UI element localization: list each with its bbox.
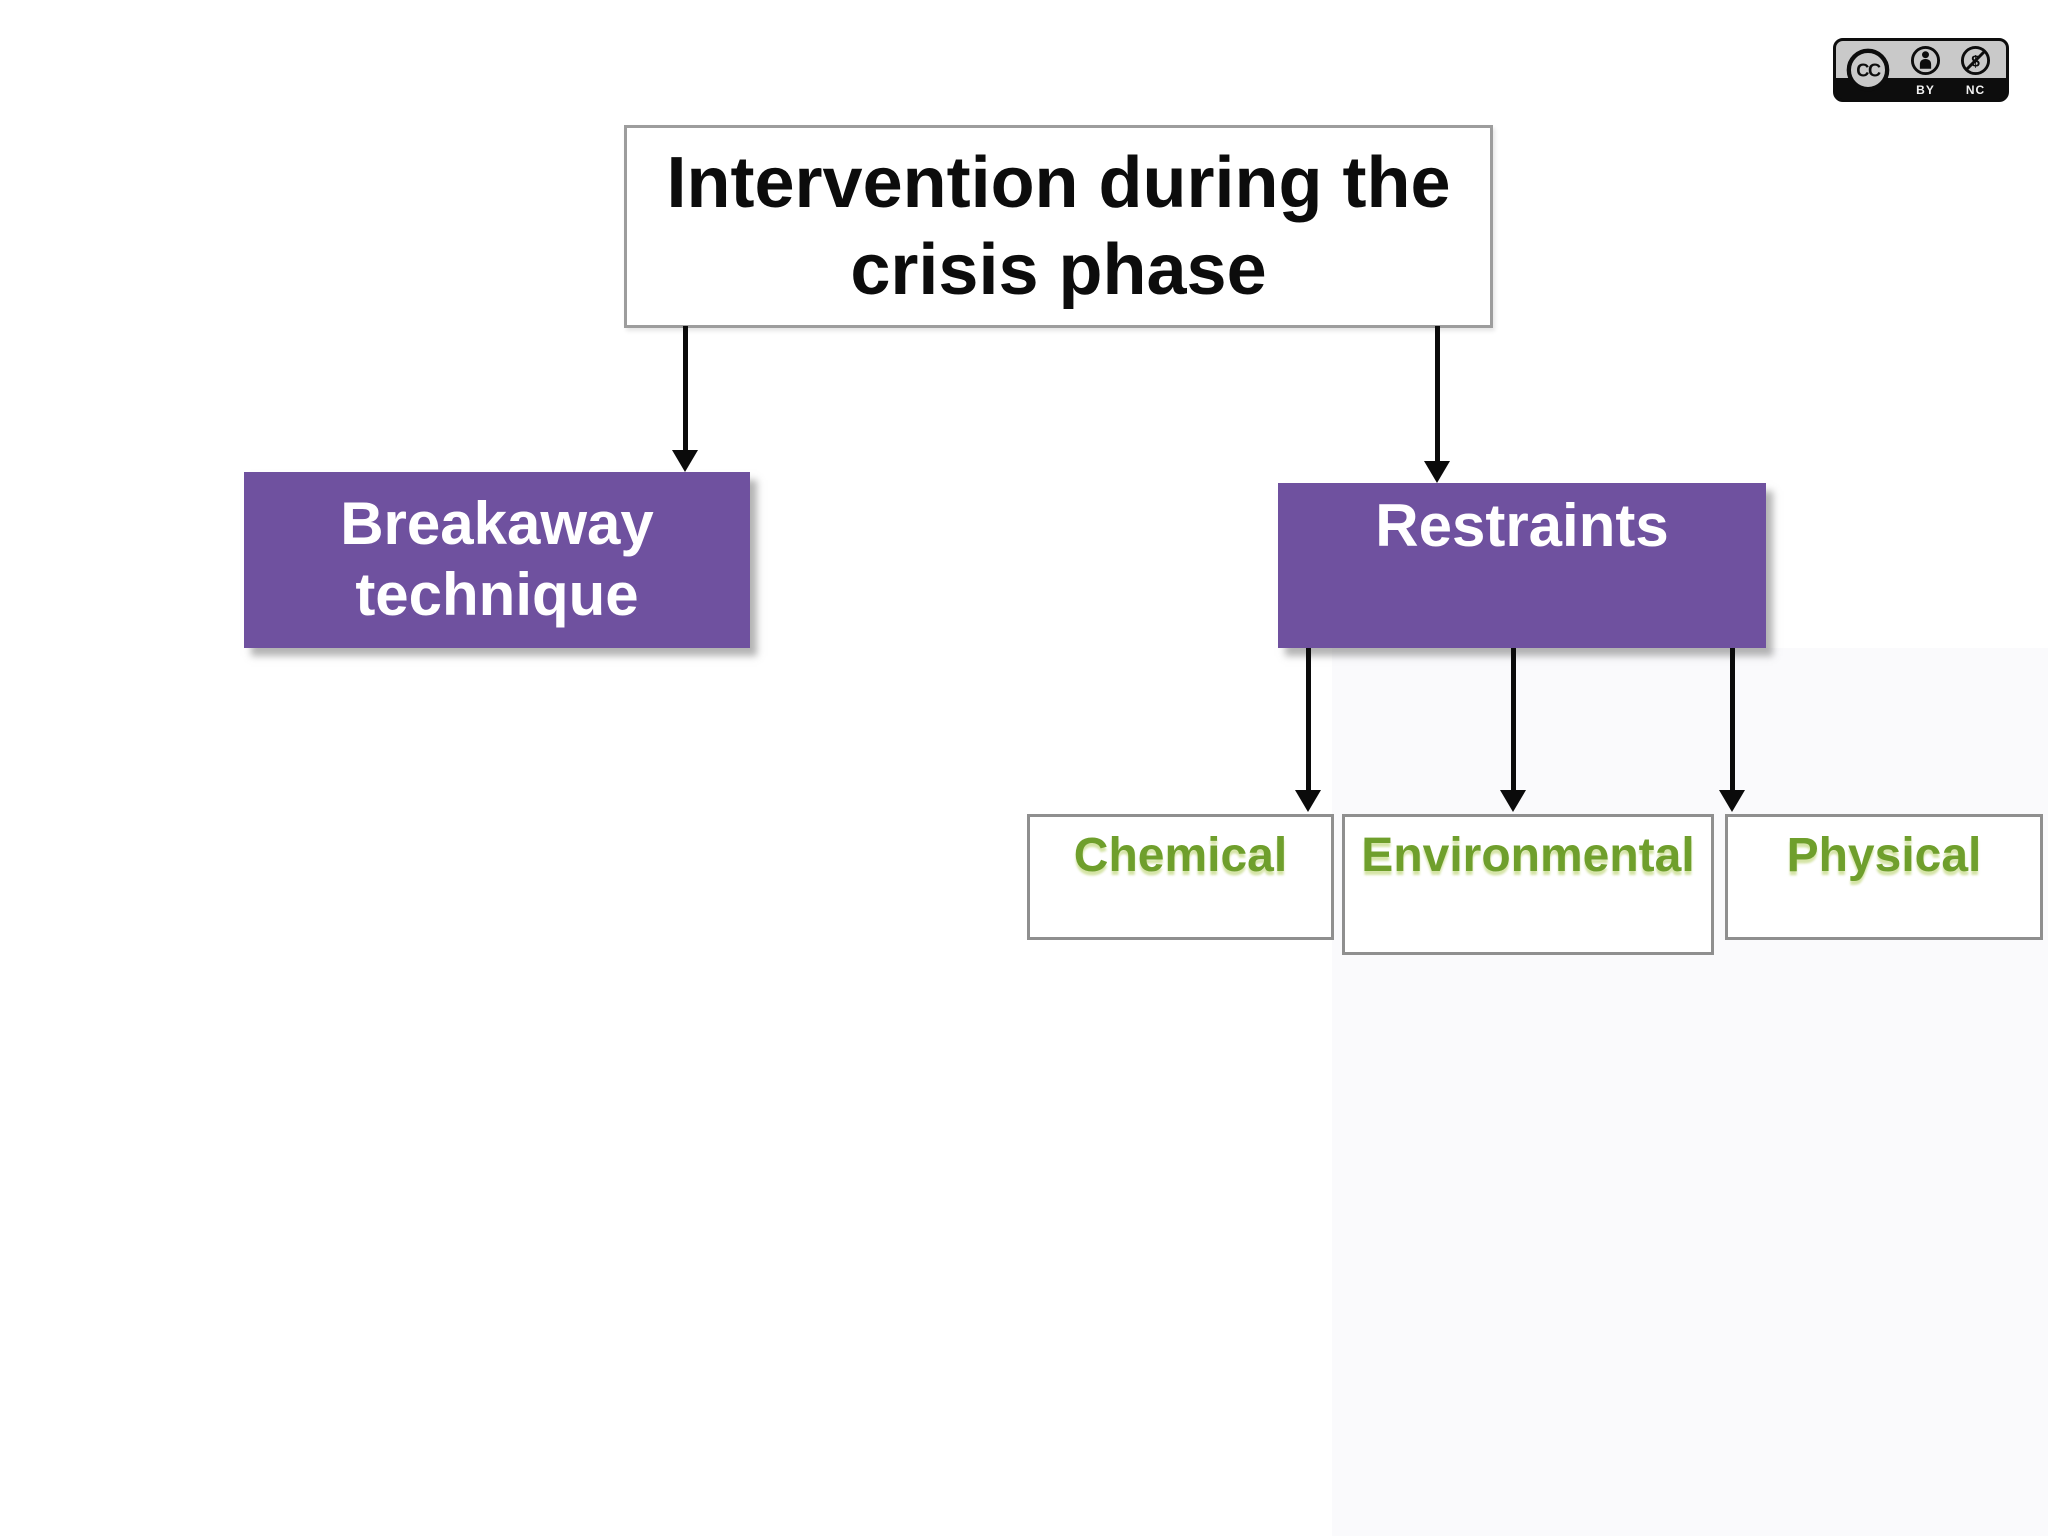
arrow-restraints-to-physical [1719,648,1745,812]
svg-text:CC: CC [1856,61,1881,81]
arrow-shaft [1510,648,1516,796]
leaf-node-physical: Physical [1725,814,2043,940]
arrow-shaft [1729,648,1735,796]
arrowhead-down-icon [1424,461,1450,483]
arrowhead-down-icon [1295,790,1321,812]
root-node-intervention: Intervention during the crisis phase [624,125,1493,328]
attribution-person-icon [1910,45,1941,76]
non-commercial-dollar-icon: $ [1960,45,1991,76]
arrow-shaft [682,326,688,456]
branch-node-breakaway-technique: Breakaway technique [244,472,750,648]
arrowhead-down-icon [1719,790,1745,812]
arrow-restraints-to-chemical [1295,648,1321,812]
arrow-shaft [1434,326,1440,467]
cc-license-badge: CC $ BY NC [1833,38,2009,102]
leaf-node-chemical: Chemical [1027,814,1334,940]
arrow-root-to-breakaway [672,326,698,472]
arrow-restraints-to-environmental [1500,648,1526,812]
nc-label: NC [1965,83,1986,97]
arrowhead-down-icon [1500,790,1526,812]
by-label: BY [1916,83,1935,97]
arrow-shaft [1305,648,1311,796]
cc-icon: CC [1846,48,1890,92]
arrowhead-down-icon [672,450,698,472]
branch-node-restraints: Restraints [1278,483,1766,648]
paper-texture-tint [1332,648,2048,1536]
leaf-node-environmental: Environmental [1342,814,1714,955]
arrow-root-to-restraints [1424,326,1450,483]
